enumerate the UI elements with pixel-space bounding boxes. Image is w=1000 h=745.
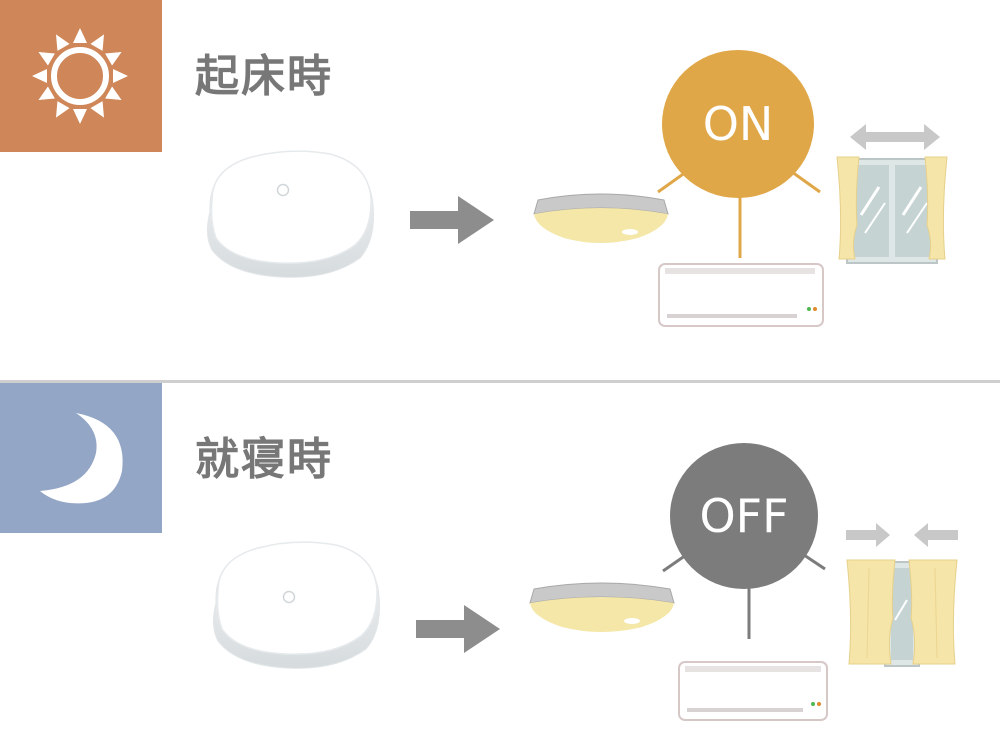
curtain-close-arrows-icon	[846, 523, 958, 547]
wake-up-section: 起床時 ON	[0, 0, 948, 327]
ceiling-light	[529, 582, 675, 632]
bedtime-title: 就寝時	[195, 434, 333, 485]
wake-up-title: 起床時	[195, 51, 333, 102]
air-conditioner	[658, 263, 824, 327]
wake-up-badge	[0, 0, 162, 152]
bedtime-section: 就寝時 OFF	[0, 383, 1000, 745]
right-arrow-icon	[416, 605, 500, 653]
right-arrow-icon	[410, 196, 494, 244]
window-curtains-closed	[846, 559, 958, 667]
air-conditioner	[678, 661, 828, 721]
sun-icon	[32, 28, 128, 124]
smart-hub-device	[212, 541, 380, 669]
smart-hub-device	[206, 150, 374, 278]
section-divider	[0, 380, 1000, 383]
status-off-circle: OFF	[670, 443, 818, 589]
bedtime-badge	[0, 383, 162, 533]
status-connector-lines	[657, 170, 821, 258]
curtain-open-arrows-icon	[850, 124, 940, 150]
status-connector-lines	[662, 551, 826, 639]
status-on-circle: ON	[662, 50, 814, 198]
ceiling-light	[533, 193, 669, 243]
moon-icon	[40, 413, 123, 504]
window-curtains-open	[836, 156, 948, 264]
